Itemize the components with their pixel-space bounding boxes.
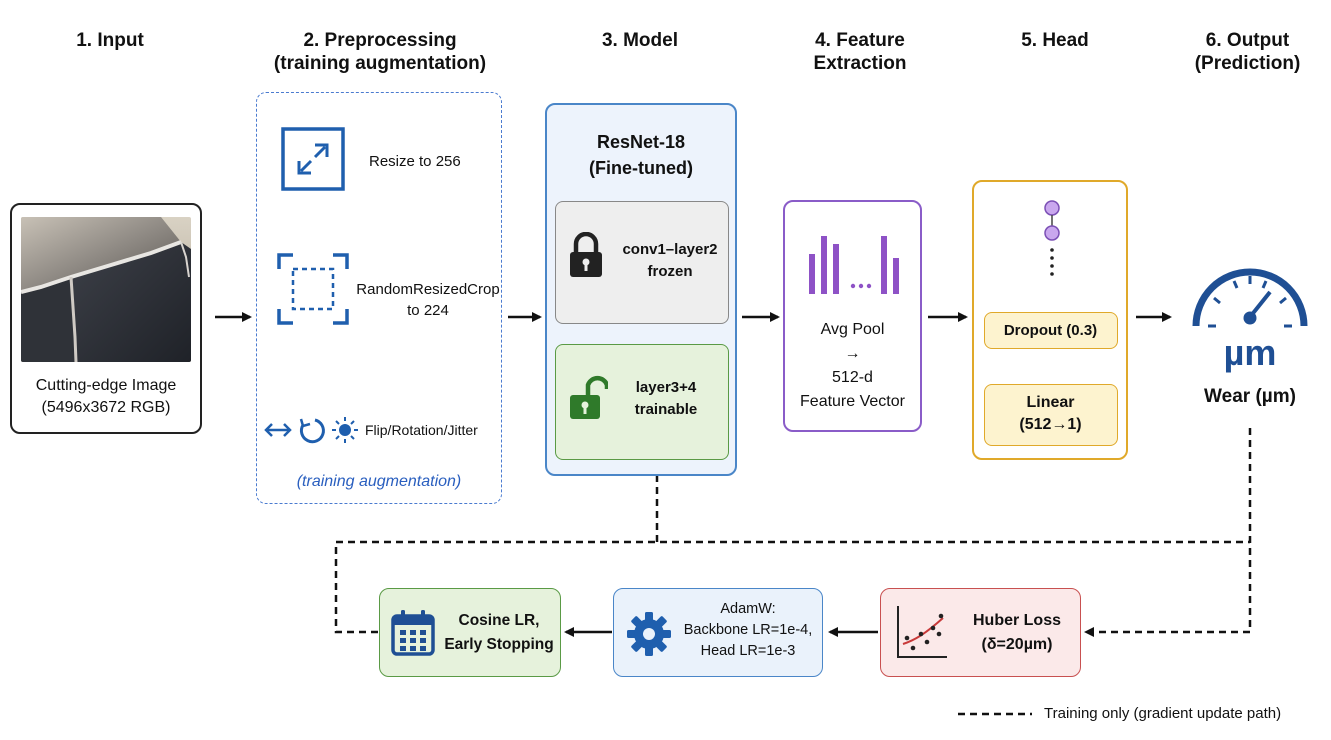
optimizer-line2: Backbone LR=1e-4, xyxy=(683,622,813,638)
scheduler-line1: Cosine LR, xyxy=(458,612,540,629)
frozen-line1: conv1–layer2 xyxy=(622,241,718,258)
header-feature-line1: 4. Feature xyxy=(815,30,905,51)
feature-arrow: → xyxy=(844,345,861,362)
input-caption-line2: (5496x3672 RGB) xyxy=(41,399,171,416)
random-crop-label: RandomResizedCrop to 224 xyxy=(353,279,503,321)
calendar-icon xyxy=(390,609,436,657)
scheduler-box: Cosine LR, Early Stopping xyxy=(379,588,561,677)
input-box: Cutting-edge Image (5496x3672 RGB) xyxy=(10,203,202,434)
header-preprocessing-line2: (training augmentation) xyxy=(273,53,487,74)
flip-icon xyxy=(264,423,292,437)
linear-line1: Linear xyxy=(1026,394,1075,411)
header-input: 1. Input xyxy=(76,30,144,51)
gauge-icon xyxy=(1188,262,1312,332)
header-feature: 4. Feature Extraction xyxy=(790,29,930,75)
lock-icon xyxy=(568,231,604,278)
model-box: ResNet-18 (Fine-tuned) conv1–layer2 froz… xyxy=(545,103,737,476)
dropout-box: Dropout (0.3) xyxy=(984,312,1118,349)
preprocessing-box: Resize to 256 RandomResizedCrop to 224 xyxy=(256,92,502,504)
rotate-icon xyxy=(299,418,325,444)
scheduler-line2: Early Stopping xyxy=(444,636,554,653)
dropout-label: Dropout (0.3) xyxy=(1003,322,1098,339)
output-label: Wear (µm) xyxy=(1204,386,1296,407)
header-head: 5. Head xyxy=(1021,30,1089,51)
cutting-edge-image-graphic xyxy=(21,217,191,362)
model-title-line1: ResNet-18 xyxy=(596,132,686,152)
feature-bars-icon xyxy=(807,234,899,294)
dashed-wear-to-loss xyxy=(1084,428,1252,637)
resize-icon xyxy=(281,127,345,191)
header-output-line1: 6. Output xyxy=(1205,30,1290,51)
optimizer-line3: Head LR=1e-3 xyxy=(700,643,796,659)
optimizer-box: AdamW: Backbone LR=1e-4, Head LR=1e-3 xyxy=(613,588,823,677)
loss-line1: Huber Loss xyxy=(972,612,1061,629)
loss-line2: (δ=20µm) xyxy=(981,636,1053,653)
brightness-icon xyxy=(332,417,358,443)
frozen-layers-box: conv1–layer2 frozen xyxy=(555,201,729,324)
linear-line2: (512→1) xyxy=(1019,416,1082,433)
header-preprocessing: 2. Preprocessing (training augmentation) xyxy=(250,29,510,75)
resize-label: Resize to 256 xyxy=(369,153,461,170)
header-preprocessing-line1: 2. Preprocessing xyxy=(303,30,457,51)
random-crop-icon xyxy=(277,253,349,325)
feature-line2: 512-d xyxy=(832,369,873,386)
trainable-line2: trainable xyxy=(634,401,698,418)
head-box: Dropout (0.3) Linear (512→1) xyxy=(972,180,1128,460)
dashed-scheduler-loop xyxy=(334,540,1250,634)
linear-box: Linear (512→1) xyxy=(984,384,1118,446)
legend-label: Training only (gradient update path) xyxy=(1044,705,1282,722)
random-crop-line2: to 224 xyxy=(407,302,449,319)
model-title-line2: (Fine-tuned) xyxy=(589,158,693,178)
linear-label: Linear (512→1) xyxy=(985,392,1116,436)
loss-box: Huber Loss (δ=20µm) xyxy=(880,588,1081,677)
preprocessing-note: (training augmentation) xyxy=(296,473,462,490)
augment-label: Flip/Rotation/Jitter xyxy=(365,422,478,438)
optimizer-line1: AdamW: xyxy=(720,601,776,617)
feature-box: Avg Pool → 512-d Feature Vector xyxy=(783,200,922,432)
header-output-line2: (Prediction) xyxy=(1194,53,1301,74)
cutting-edge-image xyxy=(21,217,191,362)
trainable-line1: layer3+4 xyxy=(635,379,697,396)
trainable-label: layer3+4 trainable xyxy=(616,377,716,421)
feature-text: Avg Pool → 512-d Feature Vector xyxy=(785,318,920,414)
loss-label: Huber Loss (δ=20µm) xyxy=(957,609,1077,657)
input-caption-line1: Cutting-edge Image xyxy=(35,377,177,394)
frozen-label: conv1–layer2 frozen xyxy=(612,239,728,283)
optimizer-label: AdamW: Backbone LR=1e-4, Head LR=1e-3 xyxy=(676,599,820,662)
scheduler-label: Cosine LR, Early Stopping xyxy=(438,609,560,657)
feature-line1: Avg Pool xyxy=(820,321,885,338)
output-unit: µm xyxy=(1223,332,1277,373)
unlock-icon xyxy=(568,373,610,421)
feature-line3: Feature Vector xyxy=(800,393,905,410)
header-model: 3. Model xyxy=(601,30,678,51)
input-caption: Cutting-edge Image (5496x3672 RGB) xyxy=(12,375,200,419)
random-crop-line1: RandomResizedCrop xyxy=(356,281,500,298)
model-title: ResNet-18 (Fine-tuned) xyxy=(547,129,735,181)
gear-icon xyxy=(626,611,672,657)
neuron-nodes-icon xyxy=(1042,198,1062,284)
header-feature-line2: Extraction xyxy=(813,53,907,74)
trainable-layers-box: layer3+4 trainable xyxy=(555,344,729,460)
header-output: 6. Output (Prediction) xyxy=(1175,29,1320,75)
augment-icons xyxy=(263,415,363,445)
frozen-line2: frozen xyxy=(647,263,693,280)
scatter-fit-icon xyxy=(895,604,949,660)
